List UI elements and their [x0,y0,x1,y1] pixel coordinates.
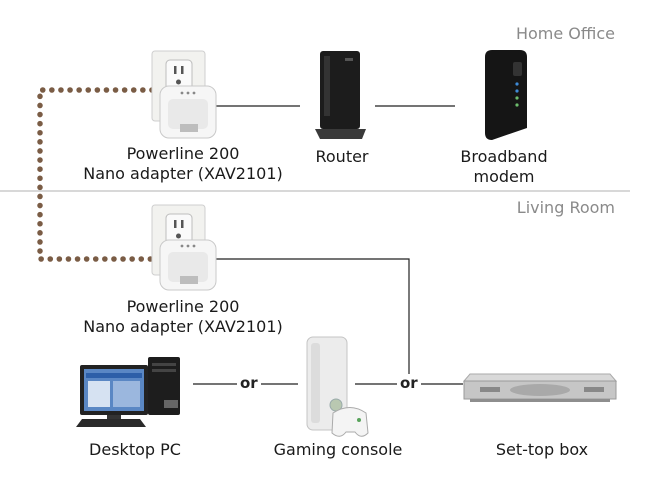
label-adapter-bottom-line1: Powerline 200 [126,297,240,316]
or-label-right: or [397,374,421,392]
powerline-adapter-bottom-icon [151,204,217,291]
label-adapter-top-line2: Nano adapter (XAV2101) [83,164,283,183]
or-label-left: or [237,374,261,392]
set-top-box-icon [462,373,618,402]
label-modem-line2: modem [473,167,535,186]
room-label-home-office: Home Office [515,24,615,43]
cable-adapter-settop [215,258,410,384]
router-icon [315,51,366,139]
label-gaming-console: Gaming console [273,440,403,459]
powerline-link [37,87,155,262]
label-adapter-top: Powerline 200 Nano adapter (XAV2101) [78,144,288,184]
gaming-console-icon [306,336,369,437]
powerline-adapter-top-icon [151,50,217,139]
label-adapter-top-line1: Powerline 200 [126,144,240,163]
label-modem-line1: Broadband [460,147,548,166]
label-set-top-box: Set-top box [495,440,589,459]
broadband-modem-icon [485,50,527,140]
label-adapter-bottom: Powerline 200 Nano adapter (XAV2101) [78,297,288,337]
label-router: Router [315,147,369,166]
room-label-living-room: Living Room [516,198,615,217]
desktop-pc-icon [76,357,180,427]
label-modem: Broadband modem [444,147,564,187]
label-adapter-bottom-line2: Nano adapter (XAV2101) [83,317,283,336]
label-desktop-pc: Desktop PC [89,440,181,459]
